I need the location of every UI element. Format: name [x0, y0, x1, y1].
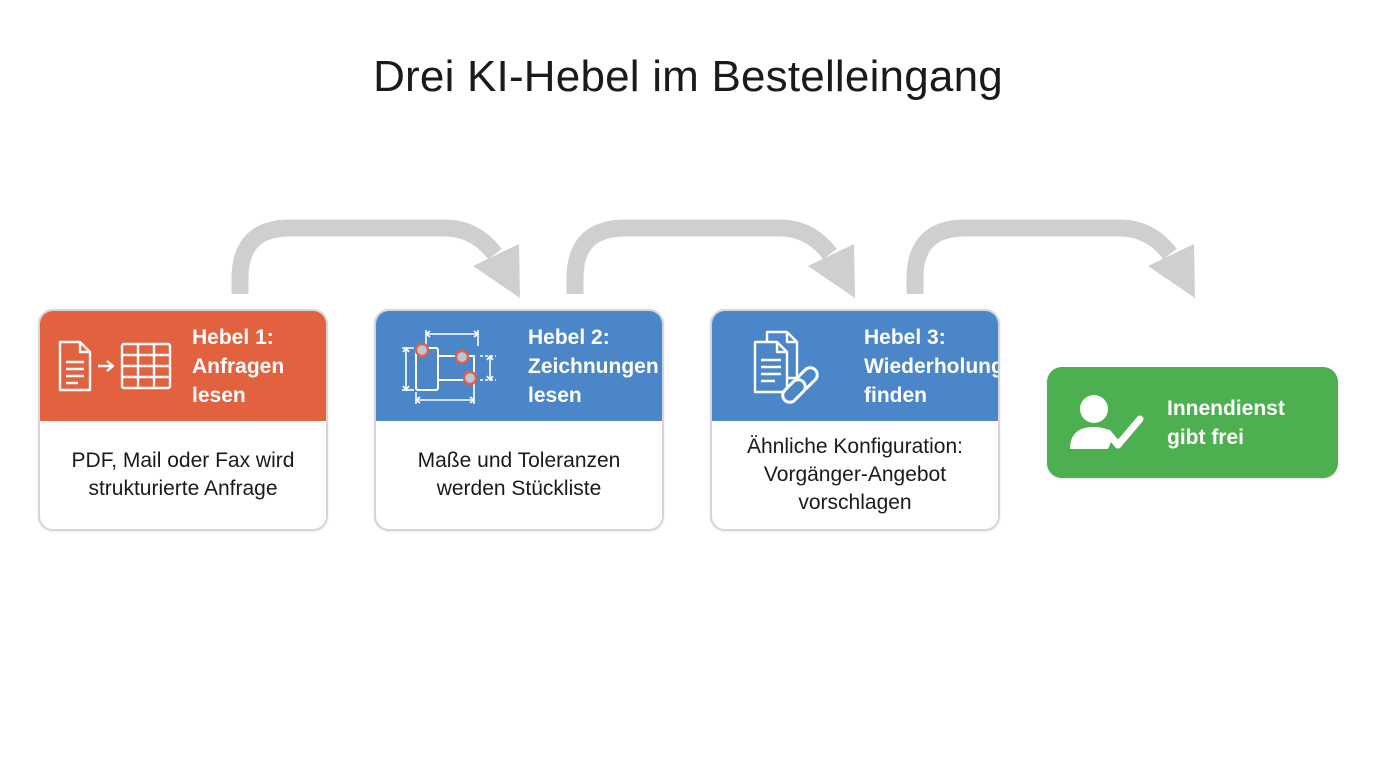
flow-arrow-1	[231, 219, 502, 294]
step-card-1-header: Hebel 1: Anfragen lesen	[40, 311, 326, 421]
flow-arrow-3	[906, 219, 1177, 294]
step-card-3-description: Ähnliche Konfiguration: Vorgänger-Angebo…	[747, 435, 963, 514]
flow-arrowhead-1	[473, 244, 520, 298]
step-card-1-description: PDF, Mail oder Fax wird strukturierte An…	[71, 449, 295, 500]
technical-drawing-icon	[376, 311, 526, 421]
step-card-3-header: Hebel 3: Wiederholungen finden	[712, 311, 998, 421]
user-check-icon	[1047, 391, 1165, 455]
step-card-3: Hebel 3: Wiederholungen finden Ähnliche …	[710, 309, 1000, 531]
flow-arrowhead-3	[1148, 244, 1195, 298]
flow-arrowhead-2	[808, 244, 855, 298]
step-card-1: Hebel 1: Anfragen lesen PDF, Mail oder F…	[38, 309, 328, 531]
linked-documents-icon	[712, 311, 862, 421]
step-card-2-header: Hebel 2: Zeichnungen lesen	[376, 311, 662, 421]
step-card-3-title: Hebel 3: Wiederholungen finden	[864, 325, 998, 407]
step-card-1-title: Hebel 1: Anfragen lesen	[192, 325, 285, 407]
final-step-title: Innendienst gibt frei	[1167, 396, 1285, 449]
step-card-2-title: Hebel 2: Zeichnungen lesen	[528, 325, 659, 407]
document-to-table-icon	[40, 311, 190, 421]
step-card-2: Hebel 2: Zeichnungen lesen Maße und Tole…	[374, 309, 664, 531]
final-step-box: Innendienst gibt frei	[1047, 367, 1338, 478]
diagram-title: Drei KI-Hebel im Bestelleingang	[373, 52, 1003, 101]
flow-arrow-2	[566, 219, 837, 294]
step-card-2-description: Maße und Toleranzen werden Stückliste	[417, 449, 621, 500]
